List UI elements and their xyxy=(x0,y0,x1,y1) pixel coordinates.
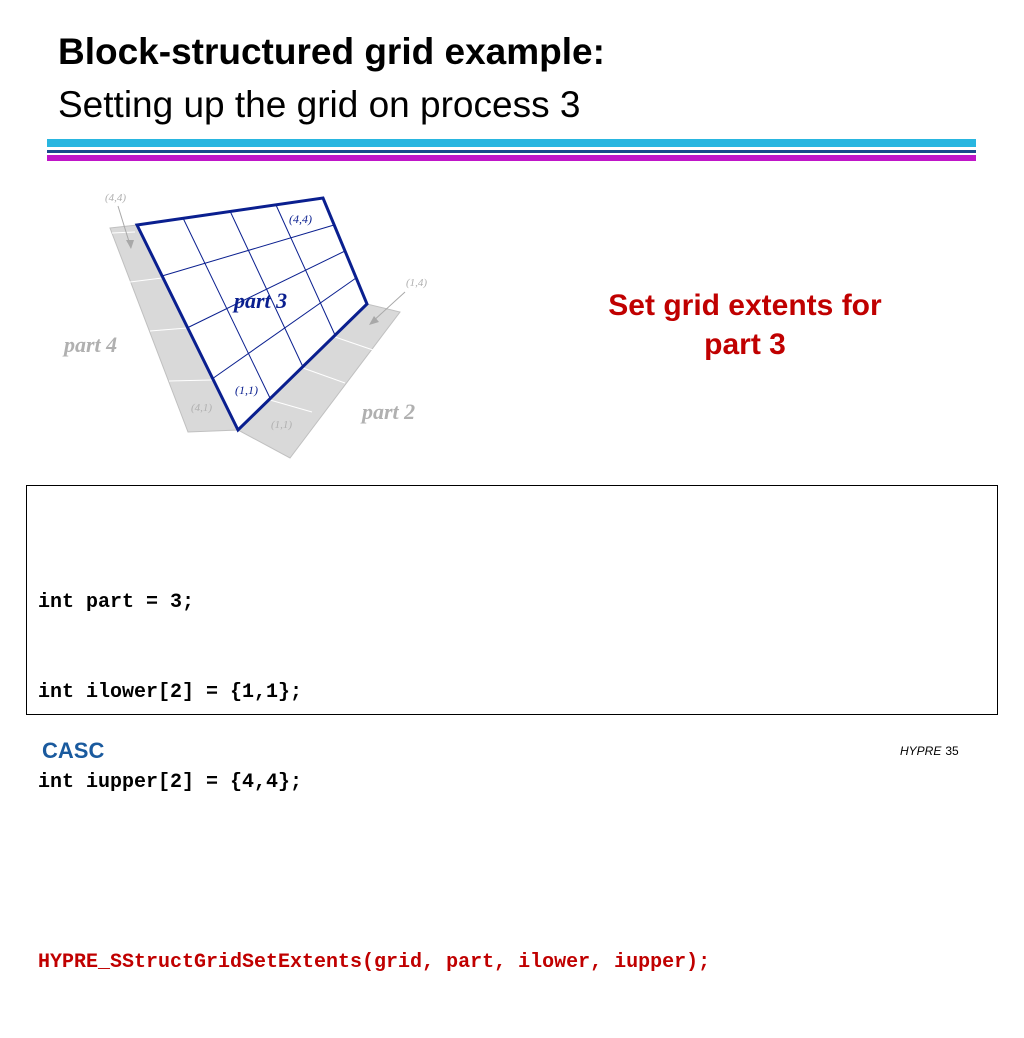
part-2-upper-coord: (1,4) xyxy=(406,277,427,289)
code-box: int part = 3; int ilower[2] = {1,1}; int… xyxy=(26,485,998,974)
code-line-part: int part = 3; xyxy=(38,591,195,614)
slide-title: Block-structured grid example: xyxy=(58,31,605,72)
page-number: 35 xyxy=(945,744,959,758)
part-3-block xyxy=(134,196,369,433)
callout-line-2: part 3 xyxy=(704,328,786,361)
footer-doc-name: HYPRE xyxy=(900,744,942,758)
code-line-set-extents: HYPRE_SStructGridSetExtents(grid, part, … xyxy=(38,951,711,974)
part-3-lower-coord: (1,1) xyxy=(235,383,258,397)
callout-line-1: Set grid extents for xyxy=(608,289,882,322)
part-2-label: part 2 xyxy=(360,399,415,424)
part-4-label: part 4 xyxy=(62,332,117,357)
grid-diagram: part 3 part 4 part 2 (4,4) (1,1) (4,4) (… xyxy=(62,192,427,459)
part-2-lower-coord: (1,1) xyxy=(271,419,292,431)
part-3-upper-coord: (4,4) xyxy=(289,212,312,226)
code-block: int part = 3; int ilower[2] = {1,1}; int… xyxy=(38,528,710,1038)
part-3-label: part 3 xyxy=(232,288,287,313)
part-2-coord-arrow xyxy=(370,291,406,324)
part-4-upper-coord: (4,4) xyxy=(105,192,126,204)
callout-text: Set grid extents for part 3 xyxy=(570,286,920,364)
code-line-ilower: int ilower[2] = {1,1}; xyxy=(38,681,303,704)
footer-org-logo: CASC xyxy=(42,738,105,763)
slide-subtitle: Setting up the grid on process 3 xyxy=(58,84,581,125)
code-blank-line xyxy=(38,858,710,888)
title-divider xyxy=(47,139,976,161)
code-line-iupper: int iupper[2] = {4,4}; xyxy=(38,771,303,794)
part-4-lower-coord: (4,1) xyxy=(191,402,212,414)
